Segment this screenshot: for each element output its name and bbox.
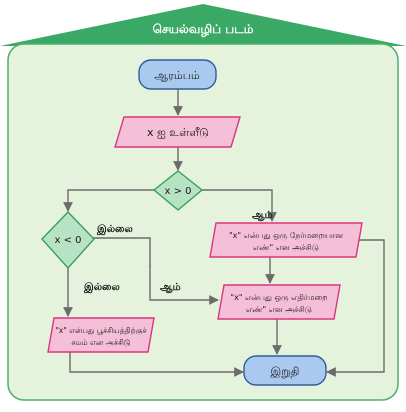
start-terminal: [138, 59, 217, 90]
input-label: x ஐ உள்ளீடு: [147, 126, 209, 139]
negative-output-line1: "x" என்பது ஒரு எதிர்மறை: [230, 293, 327, 303]
zero-output-line1: "x" என்பது பூச்சியத்திற்குச்: [55, 326, 147, 336]
header-title: செயல்வழிப் படம்: [153, 22, 254, 37]
arrow-decision2-right: [92, 237, 151, 267]
arrow-decision2-yes: [149, 265, 219, 305]
decision2-label: x < 0: [54, 235, 81, 246]
yes-label-1: ஆம்: [252, 210, 273, 221]
decision2-diamond: [41, 210, 95, 270]
input-box: [114, 116, 241, 148]
arrow-decision1-yes: [202, 189, 277, 222]
header-roof: [0, 4, 406, 46]
yes-label-2: ஆம்: [160, 282, 181, 293]
decision1-label: x > 0: [164, 186, 191, 197]
arrow-zero-to-end: [69, 352, 244, 377]
start-label: ஆரம்பம்: [154, 69, 200, 82]
end-terminal: [243, 355, 327, 386]
arrow-decision1-no: [63, 189, 154, 212]
no-label-2: இல்லை: [83, 281, 120, 293]
positive-output-box: [209, 222, 363, 258]
negative-output-box: [217, 284, 341, 320]
zero-output-line2: சமம் என அச்சிடு: [71, 338, 130, 347]
arrow-positive-to-end: [326, 239, 385, 377]
zero-output-box: [47, 317, 155, 353]
positive-output-line2: எண்" என அச்சிடு: [253, 243, 319, 252]
no-label-1: இல்லை: [96, 223, 133, 235]
connectors: [63, 89, 385, 377]
positive-output-line1: "x" என்பது ஒரு நேர்மறையான: [229, 231, 343, 241]
negative-output-line2: எண்" என அச்சிடு: [246, 305, 312, 314]
end-label: இறுதி: [271, 365, 300, 378]
decision1-diamond: [152, 170, 204, 211]
